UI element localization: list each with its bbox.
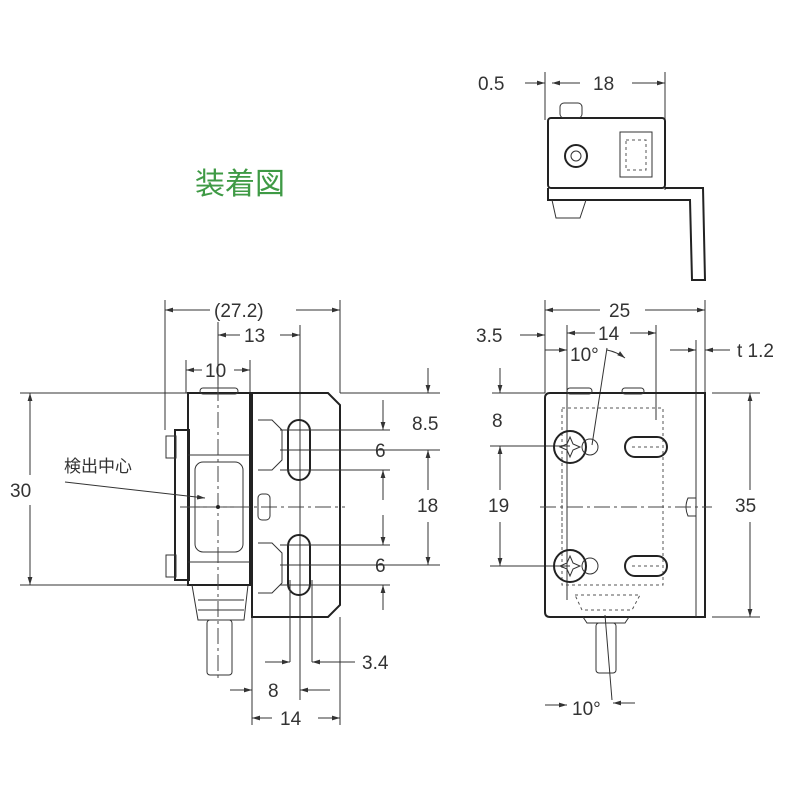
dim-14: 14 [280, 709, 302, 730]
dim-27.2: (27.2) [214, 301, 264, 322]
dim-6-top: 6 [375, 441, 386, 462]
dim-8.5: 8.5 [412, 414, 438, 435]
dim-8: 8 [492, 411, 503, 432]
dim-3.5: 3.5 [476, 326, 502, 347]
dim-8: 8 [268, 681, 279, 702]
dim-19: 19 [488, 496, 509, 517]
dim-0.5: 0.5 [478, 74, 504, 95]
dim-18: 18 [593, 74, 614, 95]
angle-10-bottom: 10° [572, 699, 601, 720]
angle-10-top: 10° [570, 345, 599, 366]
dim-18: 18 [417, 496, 438, 517]
dim-14: 14 [598, 324, 620, 345]
dim-13: 13 [244, 326, 265, 347]
dim-25: 25 [609, 301, 630, 322]
dim-30: 30 [10, 481, 31, 502]
front-view: 25 3.5 14 10° t 1.2 8 19 [476, 300, 774, 720]
side-view: (27.2) 13 10 30 検出中心 [10, 300, 440, 730]
dim-3.4: 3.4 [362, 653, 389, 674]
drawing-title: 装着図 [195, 167, 285, 202]
dim-t1.2: t 1.2 [737, 341, 774, 362]
detection-center-label: 検出中心 [64, 457, 132, 476]
top-view: 0.5 18 [478, 72, 707, 281]
dim-10: 10 [205, 361, 226, 382]
dim-6-bottom: 6 [375, 556, 386, 577]
dim-35: 35 [735, 496, 756, 517]
